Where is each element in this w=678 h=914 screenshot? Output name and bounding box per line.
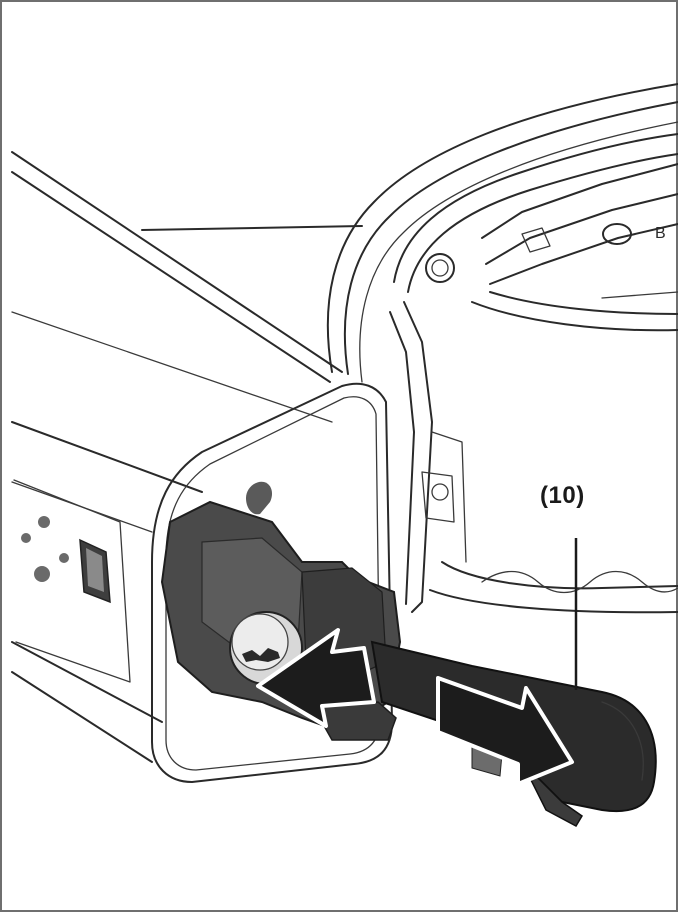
arrow-right-icon: [436, 676, 574, 786]
vent-hole: [59, 553, 69, 563]
vent-hole: [38, 516, 50, 528]
slot-hole: [246, 481, 272, 515]
callout-label: (10): [540, 482, 585, 509]
machine-housing: B: [141, 83, 678, 614]
arrow-left-icon: [256, 628, 376, 728]
logo-text: B: [655, 225, 666, 242]
keyhole-icon: [242, 648, 280, 662]
vent-hole: [34, 566, 50, 582]
vent-hole: [21, 533, 31, 543]
battery-housing: [11, 151, 393, 783]
